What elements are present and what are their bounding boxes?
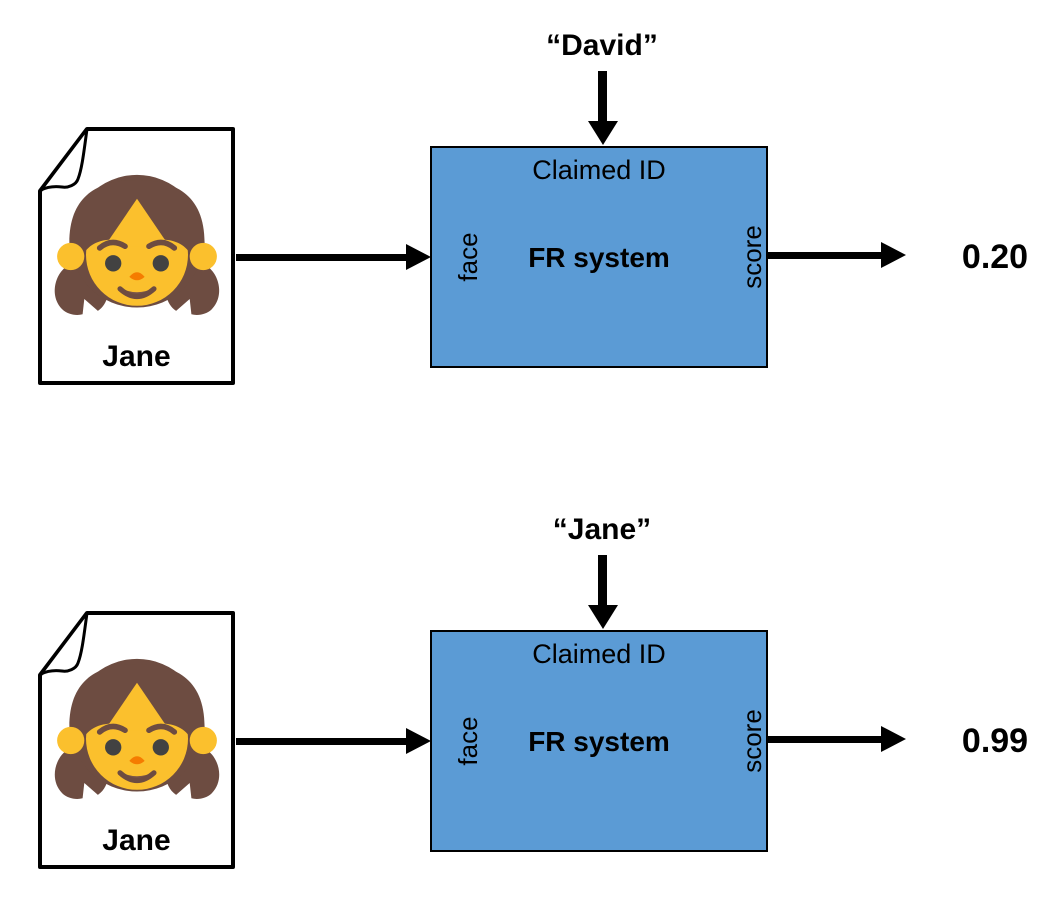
photo-card [38,127,235,385]
fr-system-label: FR system [528,242,670,273]
claimed-id-port-label: Claimed ID [532,155,666,185]
girl-emoji-icon [54,174,220,315]
fr-system-label: FR system [528,726,670,757]
score-output-arrow-shaft [768,252,883,259]
face-input-arrow-shaft [236,738,408,745]
photo-name-label: Jane [102,824,171,857]
claimed-id-label: “Jane” [552,513,652,546]
claimed-id-port-label: Claimed ID [532,639,666,669]
score-port-label: score [737,225,767,289]
photo-document-icon [38,127,235,385]
photo-document-icon [38,611,235,869]
score-output-arrow-head [881,726,906,752]
face-input-arrow-head [406,244,431,270]
claimed-id-label: “David” [546,29,658,62]
photo-card [38,611,235,869]
claimed-id-arrow-head [588,121,618,145]
fr-system-box [430,630,768,852]
face-port-label: face [453,716,483,766]
face-input-arrow-shaft [236,254,408,261]
claimed-id-arrow-shaft [598,71,607,122]
photo-name-label: Jane [102,340,171,373]
girl-emoji-icon [54,658,220,799]
fr-system-box [430,146,768,368]
score-output-arrow-shaft [768,736,883,743]
score-output-arrow-head [881,242,906,268]
score-port-label: score [737,709,767,773]
face-port-label: face [453,232,483,282]
claimed-id-arrow-head [588,605,618,629]
score-value: 0.99 [961,722,1029,760]
claimed-id-arrow-shaft [598,555,607,606]
score-value: 0.20 [961,238,1029,276]
face-input-arrow-head [406,728,431,754]
